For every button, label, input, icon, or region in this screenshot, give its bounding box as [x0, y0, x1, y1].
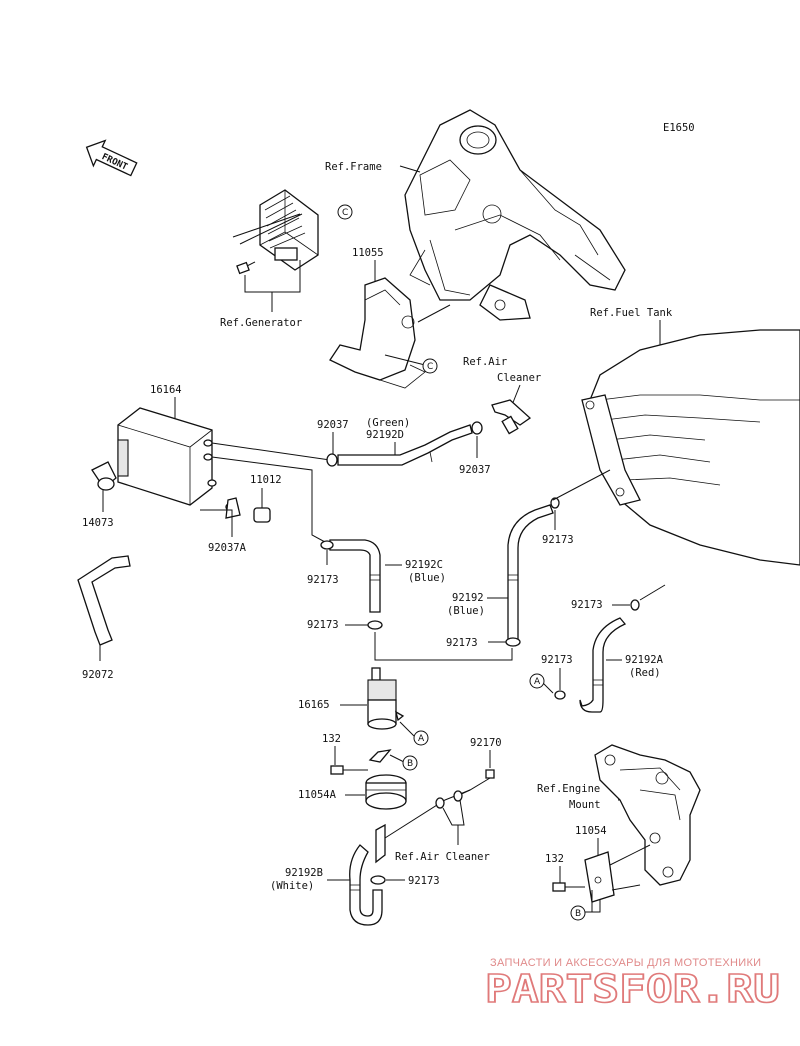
regulator-drawing	[259, 189, 319, 271]
part-92192-label: 92192	[452, 592, 484, 604]
clip-92173-g-drawing	[370, 875, 386, 885]
ref-engine-mount-line1: Ref.Engine	[537, 783, 600, 795]
t-joint-drawing	[491, 399, 532, 435]
callout-c2-label: C	[427, 362, 433, 372]
clip-92173-b-drawing	[367, 620, 383, 630]
diagram-code: E1650	[663, 122, 695, 134]
callout-a2	[413, 730, 429, 746]
part-92173-d-label: 92173	[446, 637, 478, 649]
part-92192B-color: (White)	[270, 880, 314, 892]
part-92192D-color: (Green)	[366, 417, 410, 429]
part-92173-c-label: 92173	[542, 534, 574, 546]
part-92173-e-label: 92173	[571, 599, 603, 611]
bolt-132-a-icon	[330, 765, 344, 775]
part-92192D-label: 92192D	[366, 429, 404, 441]
part-11055-label: 11055	[352, 247, 384, 259]
filter-16165-drawing	[367, 667, 405, 730]
part-92173-f-label: 92173	[541, 654, 573, 666]
canister-16164-drawing	[117, 407, 217, 506]
frame-drawing	[404, 109, 626, 321]
hose-92192A-drawing	[579, 617, 627, 713]
clip-92037A-drawing	[225, 497, 241, 519]
part-92173-a-label: 92173	[307, 574, 339, 586]
hose-92192C-drawing	[329, 539, 381, 613]
leader-frame	[399, 165, 421, 173]
ref-engine-mount-line2: Mount	[569, 799, 601, 811]
part-16164-label: 16164	[150, 384, 182, 396]
part-132-b-label: 132	[545, 853, 564, 865]
callout-a1-label: A	[534, 677, 541, 687]
part-92192B-label: 92192B	[285, 867, 323, 879]
front-arrow-icon: FRONT	[85, 139, 138, 177]
callout-c1-label: C	[342, 208, 348, 218]
hose-92192-drawing	[507, 504, 554, 641]
callout-c2	[422, 358, 438, 374]
callout-b2-label: B	[575, 909, 581, 919]
ref-air-cleaner-top-line1: Ref.Air	[463, 356, 507, 368]
hose-92192D-drawing	[326, 424, 473, 467]
fuel-tank-drawing	[581, 329, 800, 566]
bracket-11054-drawing	[584, 851, 615, 903]
leader-c1	[232, 213, 303, 245]
clip-92173-c-drawing	[550, 497, 560, 509]
bolt-132-b-icon	[552, 882, 566, 892]
ref-generator-label: Ref.Generator	[220, 317, 302, 329]
callout-b1	[402, 755, 418, 771]
part-16165-label: 16165	[298, 699, 330, 711]
part-92173-g-label: 92173	[408, 875, 440, 887]
callout-c1	[337, 204, 353, 220]
hose-92192B-drawing	[349, 823, 386, 926]
ref-air-cleaner-top-line2: Cleaner	[497, 372, 541, 384]
watermark-tagline: ЗАПЧАСТИ И АКСЕССУАРЫ ДЛЯ МОТОТЕХНИКИ	[490, 957, 761, 969]
engine-mount-drawing	[594, 744, 701, 886]
part-92037A-label: 92037A	[208, 542, 247, 554]
part-92192A-color: (Red)	[629, 667, 661, 679]
bolt-icon	[236, 261, 250, 275]
part-92170-label: 92170	[470, 737, 502, 749]
bracket-11055-drawing	[329, 277, 426, 389]
part-11012-label: 11012	[250, 474, 282, 486]
clip-92173-f-drawing	[554, 690, 566, 700]
part-92037-top-label: 92037	[317, 419, 349, 431]
ref-frame-label: Ref.Frame	[325, 161, 382, 173]
clip-bottom-2	[453, 790, 463, 802]
callout-b2	[570, 905, 586, 921]
clip-92173-a-drawing	[320, 540, 334, 550]
part-92192A-label: 92192A	[625, 654, 664, 666]
part-92192C-label: 92192C	[405, 559, 443, 571]
callout-a1	[529, 673, 545, 689]
clip-bottom-1	[435, 797, 445, 809]
clip-92037-right-drawing	[471, 421, 483, 435]
part-92037-right-label: 92037	[459, 464, 491, 476]
clamp-11054A-drawing	[365, 749, 407, 810]
clip-92173-d-drawing	[505, 637, 521, 647]
part-92072-label: 92072	[82, 669, 114, 681]
ref-fuel-tank-label: Ref.Fuel Tank	[590, 307, 673, 319]
cap-11012-drawing	[253, 507, 271, 523]
bracket-92072-drawing	[77, 555, 131, 646]
callout-a2-label: A	[418, 734, 425, 744]
clip-92173-e-drawing	[630, 599, 640, 611]
part-92192-color: (Blue)	[447, 605, 485, 617]
part-92173-b-label: 92173	[307, 619, 339, 631]
part-14073-label: 14073	[82, 517, 114, 529]
part-132-a-label: 132	[322, 733, 341, 745]
callout-b1-label: B	[407, 759, 413, 769]
cap-14073-drawing	[91, 461, 117, 491]
part-11054-label: 11054	[575, 825, 607, 837]
part-11054A-label: 11054A	[298, 789, 337, 801]
part-92192C-color: (Blue)	[408, 572, 446, 584]
ref-air-cleaner-bottom-label: Ref.Air Cleaner	[395, 851, 490, 863]
watermark-logo: PARTSFOR.RU	[485, 967, 780, 1011]
